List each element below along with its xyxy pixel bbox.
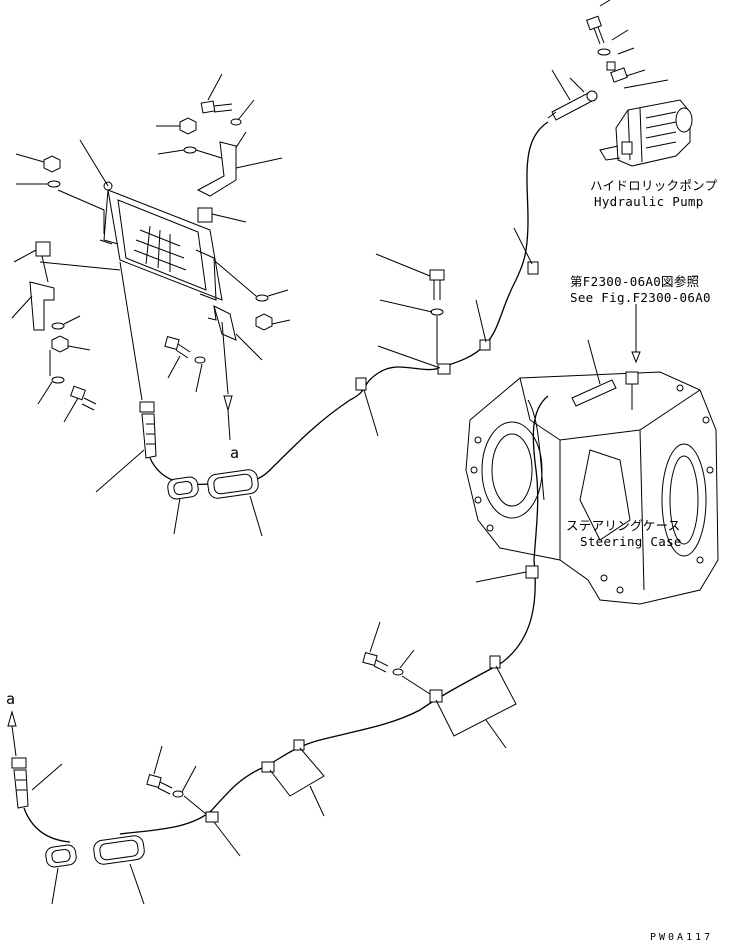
lower-hose-fitting <box>11 757 71 843</box>
drawing-code: PW0A117 <box>650 932 713 943</box>
steering-case-label: ステアリングケース Steering Case <box>566 518 682 549</box>
filter-panel <box>79 139 223 301</box>
flow-marker-a-upper: a <box>221 321 239 462</box>
figure-reference-jp: 第F2300-06A0図参照 <box>570 274 699 289</box>
hydraulic-pump-label: ハイドロリックポンプ Hydraulic Pump <box>590 178 718 209</box>
panel-bracket <box>207 305 263 361</box>
hydraulic-pump-label-en: Hydraulic Pump <box>594 194 704 209</box>
steering-case <box>465 339 719 605</box>
marker-a-upper-label: a <box>230 444 239 462</box>
lower-grommets <box>45 835 145 905</box>
upper-hose-fitting <box>95 261 211 493</box>
clamp-bolt-mid <box>375 253 445 364</box>
hydraulic-pump <box>599 99 693 167</box>
pump-bolt <box>586 0 669 89</box>
hydraulic-pump-label-jp: ハイドロリックポンプ <box>590 178 718 193</box>
figure-reference-en: See Fig.F2300-06A0 <box>570 290 711 305</box>
lower-hose <box>119 559 539 857</box>
upper-grommets <box>167 469 263 537</box>
figure-reference-label: 第F2300-06A0図参照 See Fig.F2300-06A0 <box>570 274 711 364</box>
flow-marker-a-lower: a <box>6 690 17 757</box>
lower-clamp-bolts <box>146 621 431 815</box>
panel-fasteners <box>15 73 291 331</box>
hose-clamps-upper <box>355 227 539 437</box>
steering-case-label-jp: ステアリングケース <box>566 518 681 533</box>
left-bracket-stack <box>11 241 121 423</box>
panel-mid-bolt <box>164 336 206 393</box>
steering-case-label-en: Steering Case <box>580 534 682 549</box>
marker-a-lower-label: a <box>6 690 15 708</box>
